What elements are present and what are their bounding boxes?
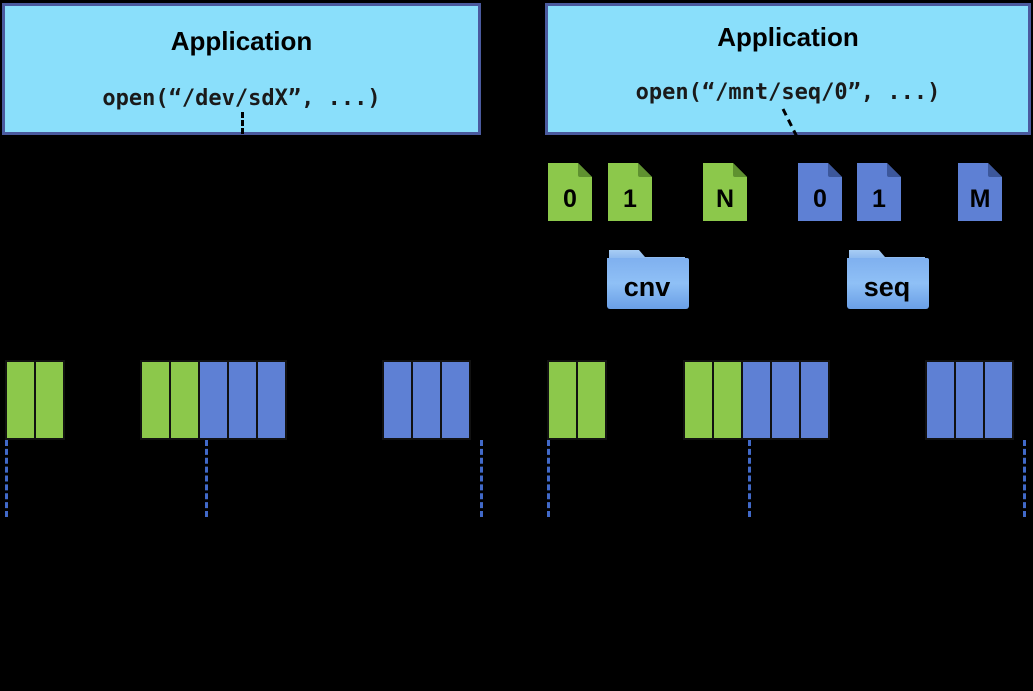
storage-block (34, 360, 65, 440)
left-group-2 (140, 360, 287, 440)
storage-block (983, 360, 1014, 440)
right-drop-dash-2 (748, 440, 751, 517)
storage-block (770, 360, 801, 440)
storage-block (227, 360, 258, 440)
left-group-3 (382, 360, 471, 440)
folder-icon-cnv[interactable]: cnv (605, 244, 689, 310)
storage-block (547, 360, 578, 440)
right-group-3 (925, 360, 1014, 440)
left-application-call: open(“/dev/sdX”, ...) (102, 86, 381, 111)
left-application-title: Application (170, 26, 313, 56)
storage-block (683, 360, 714, 440)
left-drop-dash-1 (5, 440, 8, 517)
right-application-box: Application open(“/mnt/seq/0”, ...) (545, 3, 1031, 135)
right-application-call: open(“/mnt/seq/0”, ...) (635, 80, 941, 105)
storage-block (169, 360, 200, 440)
file-icon-seq-0[interactable]: 0 (798, 163, 842, 221)
file-icon-cnv-n[interactable]: N (703, 163, 747, 221)
right-application-title: Application (717, 22, 859, 52)
left-drop-dash-3 (480, 440, 483, 517)
right-group-1 (547, 360, 607, 440)
storage-block (576, 360, 607, 440)
file-icon-cnv-1[interactable]: 1 (608, 163, 652, 221)
left-drop-dash-2 (205, 440, 208, 517)
file-icon-seq-1[interactable]: 1 (857, 163, 901, 221)
storage-block (198, 360, 229, 440)
storage-block (411, 360, 442, 440)
left-app-connector-dash (241, 112, 244, 142)
storage-block (140, 360, 171, 440)
file-icon-seq-m[interactable]: M (958, 163, 1002, 221)
storage-block (954, 360, 985, 440)
file-icon-cnv-0[interactable]: 0 (548, 163, 592, 221)
right-app-connector-dash (781, 108, 803, 146)
storage-block (741, 360, 772, 440)
storage-block (5, 360, 36, 440)
right-group-2 (683, 360, 830, 440)
folder-icon-seq[interactable]: seq (845, 244, 929, 310)
left-group-1 (5, 360, 65, 440)
storage-block (925, 360, 956, 440)
storage-block (382, 360, 413, 440)
storage-block (712, 360, 743, 440)
right-drop-dash-1 (547, 440, 550, 517)
storage-block (440, 360, 471, 440)
right-drop-dash-3 (1023, 440, 1026, 517)
storage-block (799, 360, 830, 440)
storage-block (256, 360, 287, 440)
